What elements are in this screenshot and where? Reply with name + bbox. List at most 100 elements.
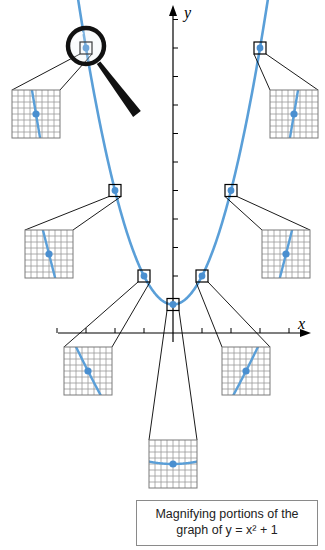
inset-grid	[222, 377, 270, 378]
inset-grid	[64, 359, 112, 360]
axis-tick	[202, 328, 203, 333]
magnified-point	[84, 367, 91, 374]
inset-grid	[149, 470, 197, 471]
inset-grid	[12, 96, 60, 97]
inset-grid	[64, 353, 112, 354]
glass-handle	[97, 61, 141, 116]
inset-background	[25, 230, 73, 278]
zoom-line	[12, 54, 80, 90]
zoom-line	[112, 282, 150, 347]
curve-point	[199, 273, 206, 280]
inset-grid	[25, 266, 73, 267]
magnified-point	[169, 460, 176, 467]
axis-label: x	[298, 315, 305, 332]
axis-tick	[173, 247, 178, 248]
inset-grid	[149, 446, 197, 447]
inset-grid	[262, 242, 310, 243]
axis-tick	[57, 328, 58, 333]
inset-grid	[149, 476, 197, 477]
magnified-inset	[224, 0, 325, 504]
magnified-point	[290, 110, 297, 117]
inset-grid	[25, 236, 73, 237]
glass-highlight	[74, 33, 83, 42]
y-axis-arrow	[169, 5, 177, 16]
magnified-point	[242, 367, 249, 374]
magnified-inset	[18, 214, 157, 488]
magnifying-glass	[68, 28, 141, 117]
inset-grid	[149, 482, 197, 483]
glass-lens	[68, 28, 104, 64]
axis-tick	[173, 48, 178, 49]
axis-label: y	[184, 4, 191, 21]
inset-grid	[12, 132, 60, 133]
caption-box: Magnifying portions of the graph of y = …	[136, 500, 318, 546]
zoom-square	[167, 299, 179, 311]
inset-border	[222, 347, 270, 395]
magnified-inset	[103, 440, 242, 488]
inset-background	[222, 347, 270, 395]
magnified-curve	[262, 230, 310, 278]
axis-tick	[173, 19, 178, 20]
zoom-line	[149, 311, 167, 441]
caption-text: Magnifying portions of the graph of y = …	[152, 507, 302, 538]
inset-border	[149, 440, 197, 488]
axis-tick	[173, 219, 178, 220]
inset-grid	[222, 389, 270, 390]
magnified-point	[45, 250, 52, 257]
zoom-line	[73, 197, 121, 231]
inset-grid	[270, 126, 318, 127]
inset-grid	[149, 452, 197, 453]
zoom-line	[266, 54, 318, 90]
curve-point	[257, 45, 264, 52]
inset-grid	[262, 272, 310, 273]
axis-tick	[173, 133, 178, 134]
inset-grid	[262, 248, 310, 249]
curve-point	[141, 273, 148, 280]
axis-tick	[86, 328, 87, 333]
magnified-curve	[25, 230, 73, 278]
x-axis	[58, 332, 302, 333]
zoom-line	[196, 282, 222, 347]
inset-grid	[25, 248, 73, 249]
inset-grid	[25, 242, 73, 243]
zoom-square	[109, 185, 121, 197]
magnified-curve	[12, 90, 60, 138]
inset-grid	[222, 353, 270, 354]
zoom-line	[208, 282, 270, 347]
zoom-line	[254, 54, 270, 90]
axis-tick	[173, 190, 178, 191]
zoom-line	[64, 282, 138, 347]
inset-grid	[64, 389, 112, 390]
magnified-point	[282, 250, 289, 257]
axis-tick	[260, 328, 261, 333]
magnified-inset	[0, 0, 119, 507]
inset-grid	[262, 260, 310, 261]
inset-grid	[222, 383, 270, 384]
inset-grid	[270, 132, 318, 133]
axis-label-holder: y	[184, 4, 191, 22]
inset-background	[270, 90, 318, 138]
inset-border	[12, 90, 60, 138]
zoom-line	[225, 197, 262, 231]
curve-point	[112, 187, 119, 194]
magnified-curve	[270, 90, 318, 138]
axis-tick	[173, 276, 178, 277]
inset-grid	[12, 126, 60, 127]
y-axis	[172, 14, 173, 342]
inset-grid	[222, 359, 270, 360]
inset-grid	[262, 266, 310, 267]
axis-tick	[173, 76, 178, 77]
zoom-line	[237, 197, 310, 231]
inset-grid	[270, 96, 318, 97]
zoom-square	[225, 185, 237, 197]
axis-tick	[231, 328, 232, 333]
zoom-line	[179, 311, 197, 441]
inset-border	[270, 90, 318, 138]
inset-grid	[25, 260, 73, 261]
inset-background	[262, 230, 310, 278]
inset-border	[262, 230, 310, 278]
curve-point	[228, 187, 235, 194]
magnified-inset	[216, 0, 325, 507]
curve-point	[170, 301, 177, 308]
